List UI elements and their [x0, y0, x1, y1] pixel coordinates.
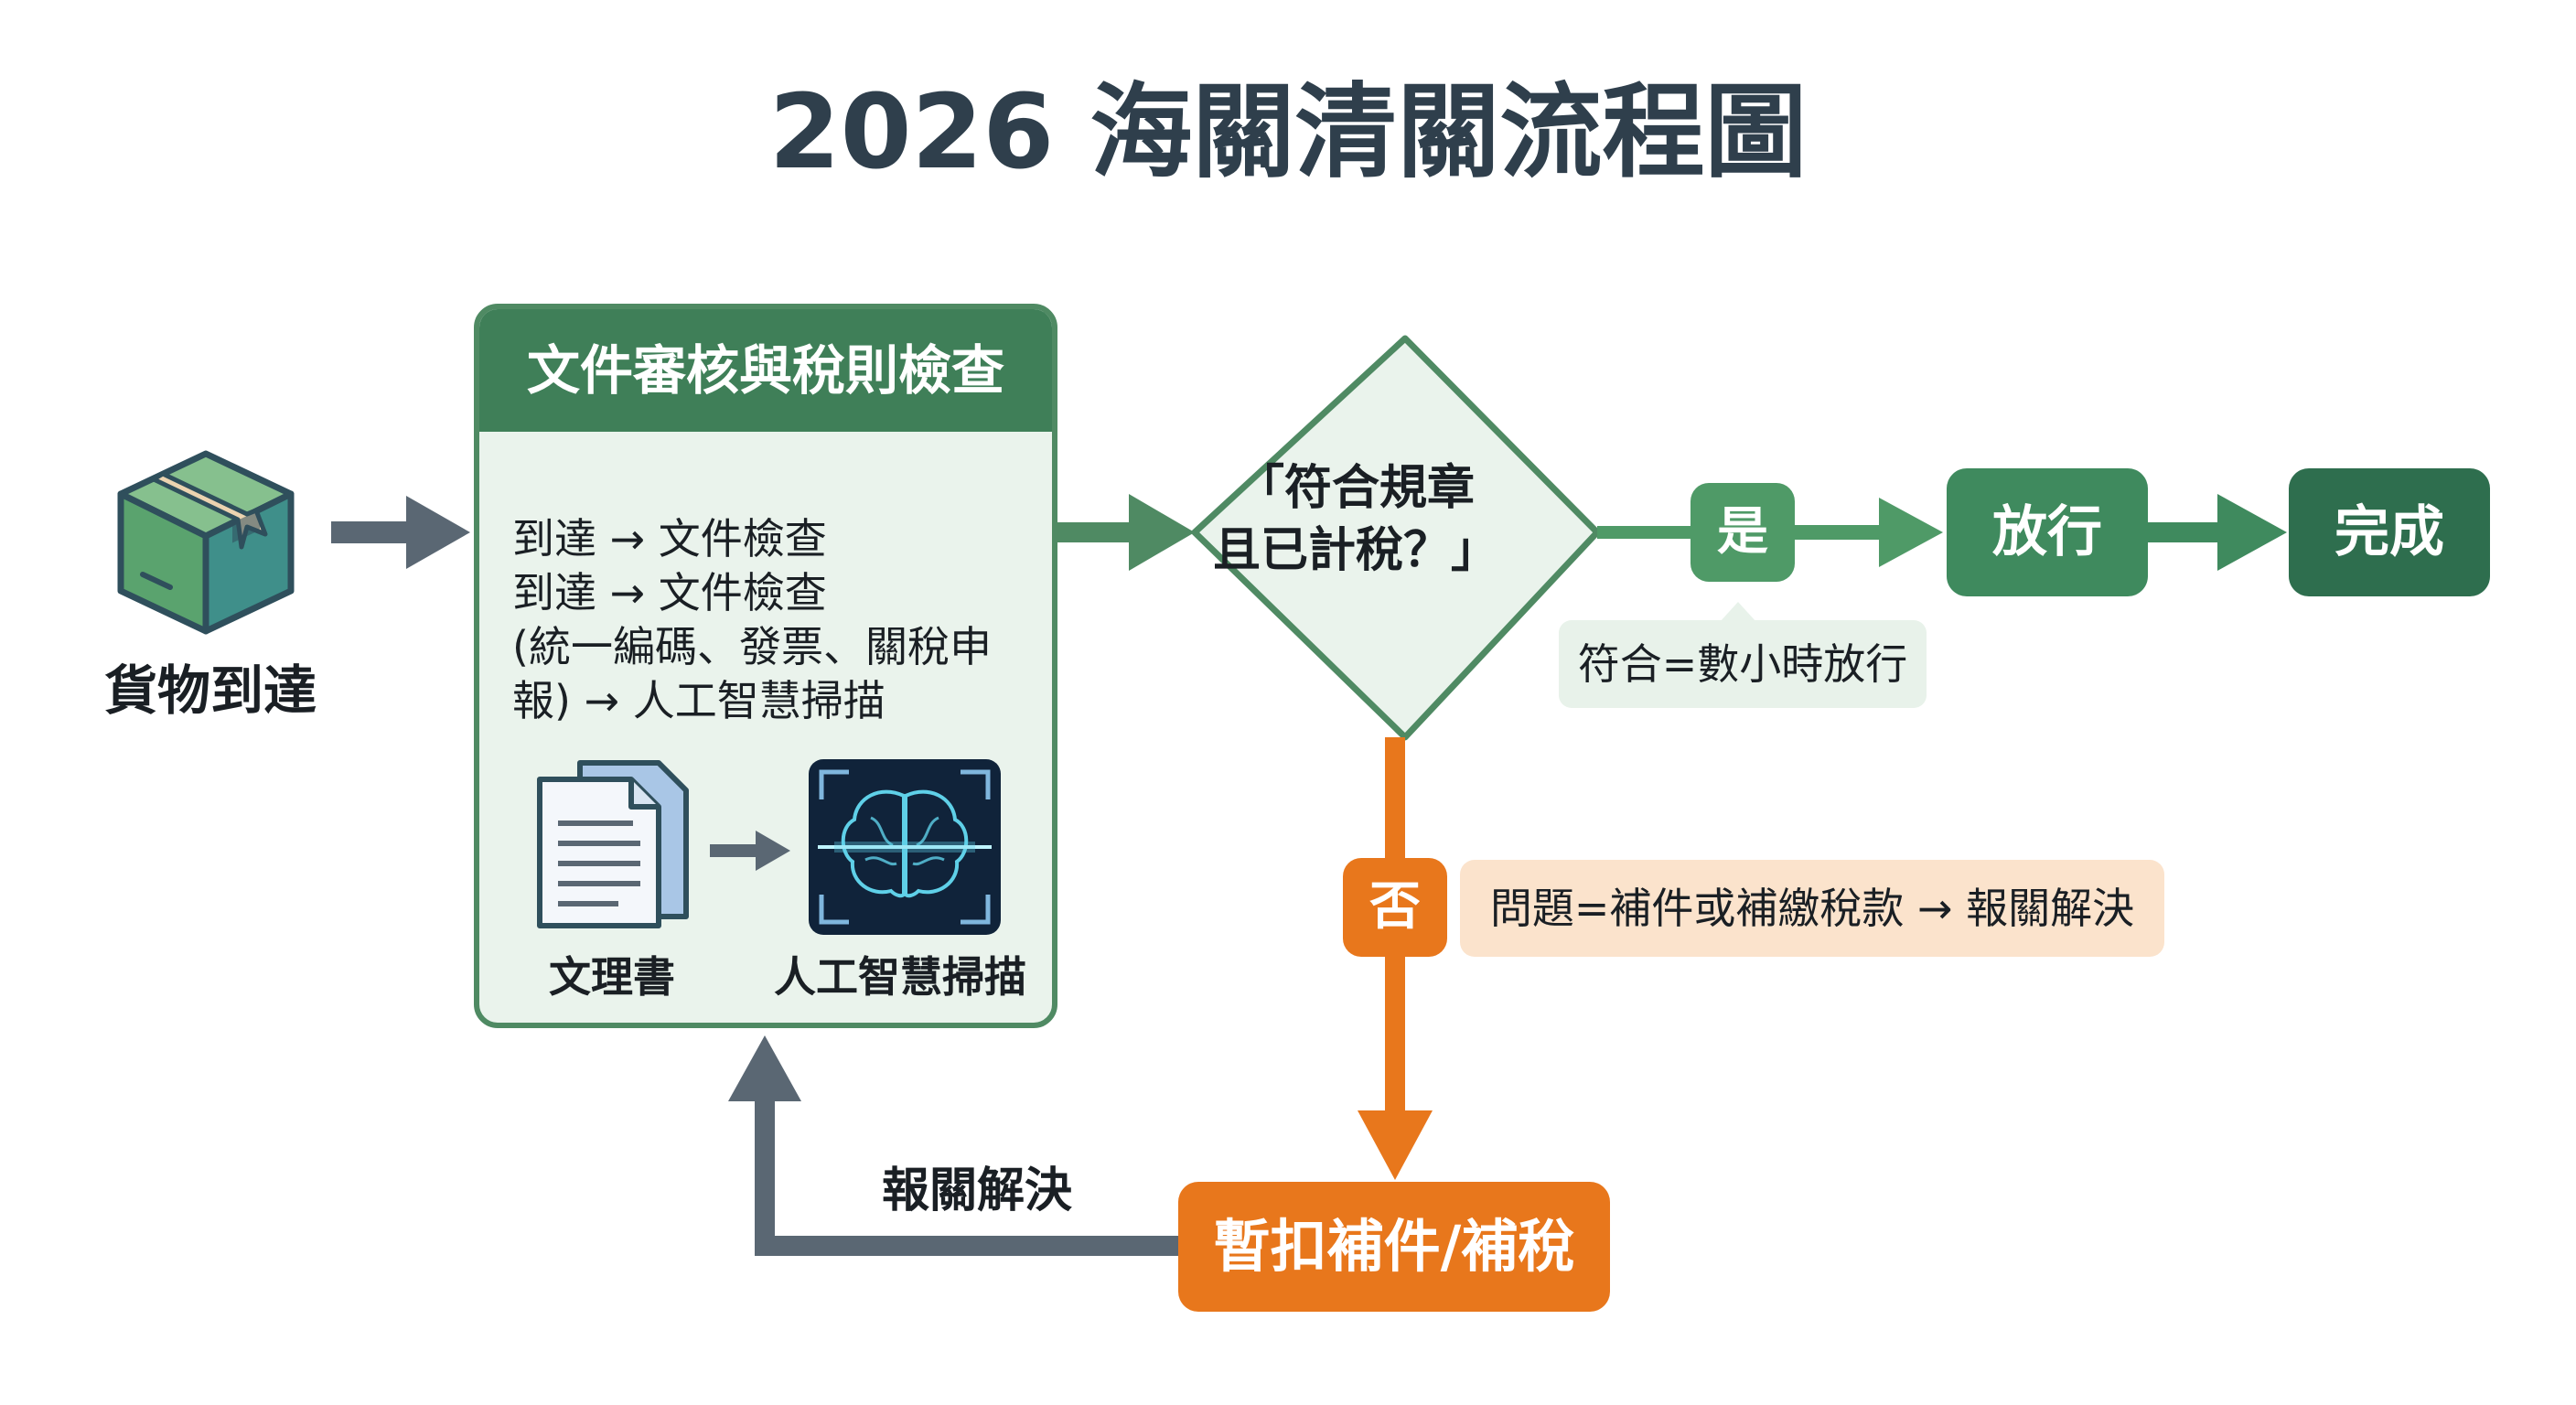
decision-question: 「符合規章 且已計稅？」 — [1200, 457, 1511, 582]
decision-line: 且已計稅？」 — [1212, 523, 1498, 578]
document-caption: 文理書 — [549, 952, 675, 1002]
review-step-line: 到達 → 文件檢查 — [512, 514, 827, 563]
yes-note-pointer — [1720, 602, 1756, 622]
ai-scan-caption: 人工智慧掃描 — [774, 952, 1026, 1002]
review-panel: 文件審核與稅則檢查 到達 → 文件檢查 到達 → 文件檢查 (統一編碼、發票、關… — [474, 304, 1057, 1028]
arrow-arrival-to-review — [331, 496, 470, 569]
done-step: 完成 — [2289, 468, 2490, 596]
yes-badge: 是 — [1690, 483, 1795, 582]
arrow-decision-to-hold — [1358, 737, 1433, 1180]
decision-line: 「符合規章 — [1236, 461, 1475, 516]
page-title: 2026 海關清關流程圖 — [768, 73, 1808, 192]
hold-step: 暫扣補件/補稅 — [1178, 1182, 1610, 1312]
review-step-line: (統一編碼、發票、關稅申 — [512, 622, 992, 671]
arrow-review-to-decision — [1057, 494, 1195, 571]
arrow-release-to-done — [2148, 494, 2287, 571]
arrow-hold-to-review — [728, 1035, 1178, 1256]
review-step-line: 到達 → 文件檢查 — [512, 568, 827, 617]
doc-to-ai-arrow — [710, 831, 790, 871]
review-steps: 到達 → 文件檢查 到達 → 文件檢查 (統一編碼、發票、關稅申 報) → 人工… — [512, 512, 1043, 728]
documents-icon — [537, 760, 689, 928]
ai-brain-scan-icon — [809, 759, 1001, 935]
yes-note: 符合=數小時放行 — [1559, 620, 1927, 708]
release-step: 放行 — [1947, 468, 2148, 596]
review-panel-header: 文件審核與稅則檢查 — [479, 309, 1052, 432]
arrow-yes-to-release — [1793, 498, 1943, 567]
no-note: 問題=補件或補繳稅款 → 報關解決 — [1460, 860, 2164, 957]
review-step-line: 報) → 人工智慧掃描 — [512, 676, 886, 725]
arrival-label: 貨物到達 — [103, 660, 317, 722]
package-box-icon — [117, 450, 295, 635]
return-label: 報關解決 — [881, 1164, 1072, 1218]
no-badge: 否 — [1343, 858, 1447, 957]
